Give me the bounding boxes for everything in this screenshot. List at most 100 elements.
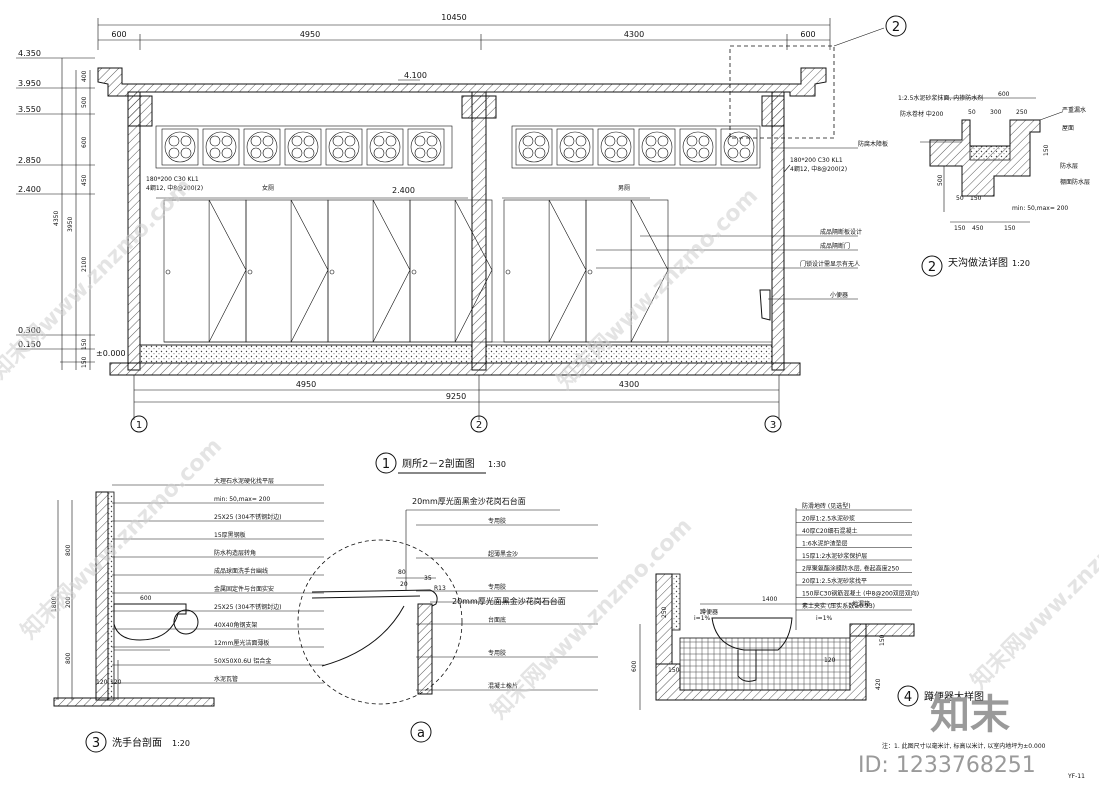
- d2-dim-50b: 50: [956, 195, 964, 202]
- d3-dim-120: 120: [96, 679, 108, 686]
- left-dim-2: 500: [81, 96, 88, 108]
- d3-note-7: 金属固定件与台面实安: [214, 585, 274, 593]
- d3-note-4: 15厚黑钢板: [214, 531, 246, 539]
- d4-note-1: 防滑地砖 (见选型): [802, 502, 851, 510]
- left-total-1: 4350: [53, 211, 60, 226]
- top-dim-3: 4300: [624, 30, 644, 39]
- d4-note-2: 20厚1:2.5水泥砂浆: [802, 515, 855, 523]
- d3-note-5: 防水构造层转角: [214, 549, 256, 557]
- left-dim-7: 150: [81, 356, 88, 368]
- elev-5: 2.400: [18, 185, 41, 194]
- svg-text:3: 3: [92, 736, 100, 751]
- beam-note-right-1: 180*200 C30 KL1: [790, 157, 843, 164]
- toilet-stall: [245, 199, 329, 343]
- vent-tile: [638, 128, 676, 166]
- d3-dim-800: 800: [65, 544, 72, 556]
- d4-dim-420: 420: [875, 678, 882, 690]
- d4-dim-150b: 150: [668, 667, 680, 674]
- room-female: 女厕: [262, 184, 274, 192]
- toilet-stall: [163, 199, 247, 343]
- d2-dim-300: 300: [990, 109, 1002, 116]
- left-dim-4: 450: [81, 174, 88, 186]
- elev-2: 3.950: [18, 79, 41, 88]
- da-note-5: 专用胶: [488, 649, 506, 657]
- main-section: 10450 600 4950 4300 600 4.100: [16, 13, 907, 474]
- vent-tile: [556, 128, 594, 166]
- svg-text:2: 2: [892, 20, 900, 35]
- overall-dimension: 10450: [441, 13, 466, 22]
- da-dim-20: 20: [400, 581, 408, 588]
- floor-level: ±0.000: [96, 349, 126, 358]
- grid-axis-3: 3: [764, 415, 782, 433]
- vent-tile: [679, 128, 717, 166]
- detail-2-scale: 1:20: [1012, 259, 1030, 268]
- svg-text:a: a: [417, 726, 425, 741]
- vent-tile: [325, 128, 363, 166]
- svg-text:2: 2: [476, 420, 482, 431]
- detail-3-scale: 1:20: [172, 739, 190, 748]
- detail-3-title: 洗手台剖面: [112, 736, 162, 749]
- image-id: ID: 1233768251: [858, 753, 1036, 778]
- detail-3-washbasin: 800 200 800 1800 600 120 120 大理石水泥硬化找平层m…: [51, 477, 324, 753]
- da-dim-80: 80: [398, 569, 406, 576]
- brand-logo: 知末: [930, 692, 1010, 738]
- watermark-5: 知末网www.znzmo.com: [966, 483, 1099, 694]
- left-dim-1: 400: [81, 70, 88, 82]
- da-top-label: 20mm厚光面黑金沙花岗石台面: [412, 496, 526, 506]
- d3-dim-200: 200: [65, 596, 72, 608]
- d4-note-8: 150厚C30钢筋混凝土 (中8@200双层双向): [802, 590, 919, 598]
- toilet-stall: [327, 199, 411, 343]
- top-dim-4: 600: [800, 30, 815, 39]
- svg-text:3: 3: [770, 420, 776, 431]
- svg-text:4: 4: [904, 690, 912, 705]
- sheet-number: YF-11: [1067, 773, 1085, 780]
- grid-axis-2: 2: [470, 415, 488, 433]
- da-dim-35: 35: [424, 575, 432, 582]
- right-callouts: 防腐木障板 成品隔断板设计 成品隔断门 门锁设计需显示有无人 小便器: [596, 140, 888, 300]
- da-note-3: 专用胶: [488, 583, 506, 591]
- partition-level: 2.400: [392, 186, 415, 195]
- elev-6: 0.300: [18, 326, 41, 335]
- da-note-6: 混凝土橡片: [488, 682, 518, 690]
- d3-dim-600: 600: [140, 595, 152, 602]
- callout-3: 成品隔断门: [820, 242, 850, 250]
- d3-note-6: 成品球面洗手台幽线: [214, 567, 268, 575]
- grid-axis-1: 1: [130, 415, 148, 433]
- d4-note-6: 2厚聚氨酯涂膜防水层, 卷起高度250: [802, 565, 899, 573]
- decorative-vent-panels: [155, 125, 761, 169]
- vent-tile: [284, 128, 322, 166]
- d4-slope-left: i=1%: [694, 615, 711, 622]
- da-note-1: 专用胶: [488, 517, 506, 525]
- d2-right-note-3: 防水层: [1060, 162, 1078, 170]
- watermark-3: 知末网www.znzmo.com: [16, 433, 227, 644]
- svg-text:1: 1: [382, 457, 390, 472]
- squat-toilet: [711, 617, 793, 651]
- toilet-stall: [503, 199, 587, 343]
- d3-dim-800b: 800: [65, 652, 72, 664]
- d2-dim-150b: 150: [1043, 144, 1050, 156]
- detail-2-marker: [921, 255, 943, 277]
- beam-note-right-2: 4鋼12, 中8@200(2): [790, 165, 847, 173]
- detail-a-marker: [410, 721, 432, 743]
- detail-2-title: 天沟做法详图: [948, 256, 1008, 269]
- left-dim-5: 2100: [81, 257, 88, 272]
- left-dim-6: 150: [81, 338, 88, 350]
- vent-tile: [366, 128, 404, 166]
- d4-toilet-label: 蹲便器: [700, 608, 718, 616]
- detail-a-countertop: 80 35 20 R13 20mm厚光面黑金沙花岗石台面 20mm厚光面黑金沙花…: [297, 496, 598, 743]
- detail-4-squat-toilet: 1400 i=1% i=1% 蹲便器 地漏箱 150 120 420 600 2…: [631, 502, 1046, 750]
- d2-dim-150: 150: [970, 195, 982, 202]
- d3-dim-120b: 120: [110, 679, 122, 686]
- d4-note-9: 素土夹实 (压实系数≥0.93): [802, 602, 875, 610]
- detail-3-marker: [85, 731, 107, 753]
- d4-drain-label: 地漏箱: [852, 600, 870, 608]
- d4-slope-right: i=1%: [816, 615, 833, 622]
- callout-4: 门锁设计需显示有无人: [800, 260, 860, 268]
- detail-4-marker: [897, 685, 919, 707]
- vent-tile: [202, 128, 240, 166]
- d2-note-left: 防水卷材 中200: [900, 110, 944, 118]
- d2-dim-b450: 150: [1004, 225, 1016, 232]
- vent-tile: [515, 128, 553, 166]
- d4-note-5: 15厚1:2水泥砂浆保护层: [802, 552, 867, 560]
